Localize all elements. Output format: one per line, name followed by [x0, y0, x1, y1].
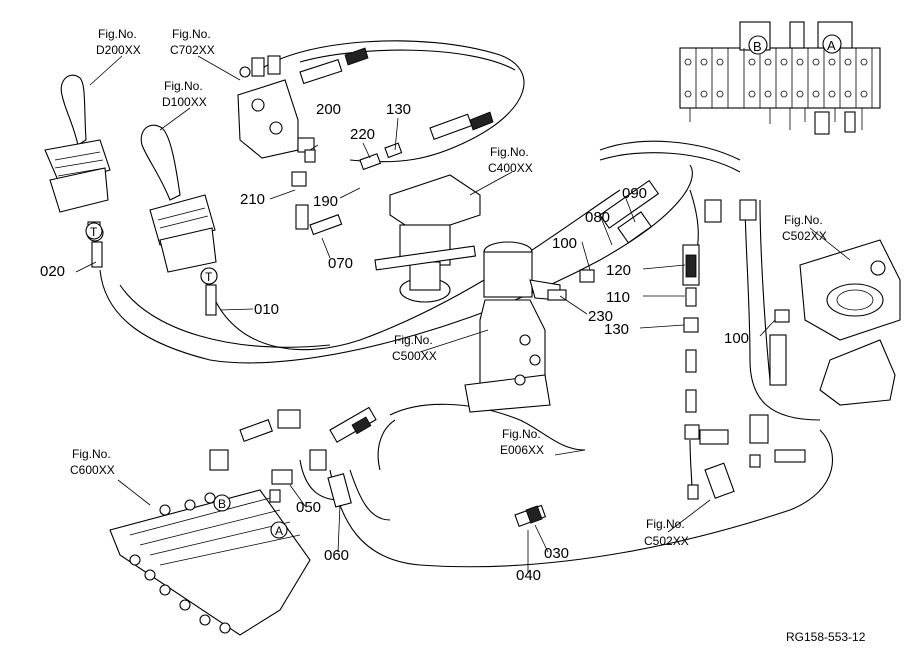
port-marker-a-lower: A [275, 524, 283, 538]
port-markers: T T B A B A [85, 34, 842, 539]
part-number: 010 [254, 301, 279, 318]
fig-label-c702: Fig.No. [172, 27, 211, 41]
part-numbers: 200 130 220 210 190 070 020 010 090 080 … [40, 101, 749, 584]
part-number: 060 [324, 547, 349, 564]
port-marker-circle [748, 35, 768, 55]
fig-label-e006: Fig.No. [502, 427, 541, 441]
hose-stack-right [682, 244, 700, 500]
panel-inset [679, 21, 881, 135]
fig-label-c500: Fig.No. [394, 333, 433, 347]
port-marker-b-inset: B [753, 39, 762, 54]
port-marker-t2: T [205, 270, 213, 284]
hose-080-090 [547, 179, 660, 301]
port-marker-t1: T [90, 225, 98, 239]
fig-code-c400: C400XX [488, 161, 533, 175]
part-number: 130 [386, 101, 411, 118]
part-number: 040 [516, 567, 541, 584]
part-number: 130 [604, 321, 629, 338]
port-marker-circle [85, 222, 103, 240]
drawing-code: RG158-553-12 [786, 630, 866, 644]
fig-label-c600: Fig.No. [72, 447, 111, 461]
part-number: 070 [328, 255, 353, 272]
leader-lines [75, 55, 851, 573]
port-marker-b-lower: B [218, 497, 226, 511]
fig-code-c600: C600XX [70, 463, 115, 477]
control-valve-c600 [109, 409, 327, 636]
fig-code-c702: C702XX [170, 43, 215, 57]
port-marker-circle [200, 267, 218, 285]
port-marker-a-inset: A [827, 38, 836, 53]
hoses-lower [327, 406, 547, 527]
part-number: 100 [724, 330, 749, 347]
part-number: 080 [585, 209, 610, 226]
part-number: 020 [40, 263, 65, 280]
port-marker-circle [270, 521, 288, 539]
fig-code-d100: D100XX [162, 95, 207, 109]
part-number: 100 [552, 235, 577, 252]
figure-refs: Fig.No. D200XX Fig.No. C702XX Fig.No. D1… [70, 27, 827, 548]
part-number: 230 [588, 308, 613, 325]
fig-label-d100: Fig.No. [164, 79, 203, 93]
valve-c400 [374, 174, 481, 303]
part-number: 120 [606, 262, 631, 279]
fig-label-c502-bottom: Fig.No. [646, 517, 685, 531]
part-number: 210 [240, 191, 265, 208]
fig-code-c500: C500XX [392, 349, 437, 363]
part-number: 200 [316, 101, 341, 118]
fig-code-e006: E006XX [500, 443, 544, 457]
swivel-joint-c500 [464, 241, 561, 413]
part-number: 090 [622, 185, 647, 202]
port-marker-circle [822, 34, 842, 54]
fig-code-d200: D200XX [96, 43, 141, 57]
fig-label-c502-top: Fig.No. [784, 213, 823, 227]
part-number: 220 [350, 126, 375, 143]
fig-label-c400: Fig.No. [490, 145, 529, 159]
right-joystick [140, 124, 218, 316]
part-number: 050 [296, 499, 321, 516]
left-joystick [44, 74, 111, 268]
fig-code-c502-bottom: C502XX [644, 534, 689, 548]
lower-right-fittings [699, 414, 806, 499]
fig-code-c502-top: C502XX [782, 229, 827, 243]
part-number: 110 [606, 289, 630, 306]
port-marker-circle [213, 494, 231, 512]
hose-routing [99, 40, 833, 568]
part-number: 030 [544, 545, 569, 562]
fitting-cluster [291, 111, 494, 236]
fig-label-d200: Fig.No. [98, 27, 137, 41]
part-number: 190 [313, 193, 338, 210]
motor-c502 [704, 199, 901, 406]
